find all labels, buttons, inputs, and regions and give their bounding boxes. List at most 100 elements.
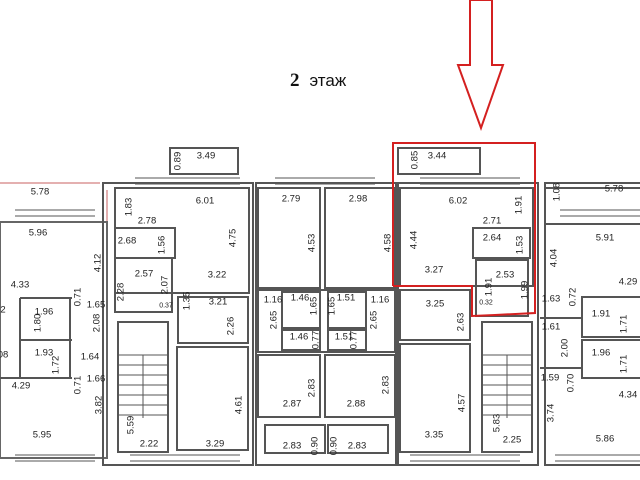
dimension-label: 2.28 <box>115 282 127 302</box>
dimension-label: 2.88 <box>346 398 366 410</box>
dimension-label: 5.95 <box>32 429 52 441</box>
dimension-label: 0.77 <box>348 330 360 350</box>
dimension-label: 1.59 <box>540 372 560 384</box>
dimension-label: 2.83 <box>282 440 302 452</box>
dimension-label: 5.78 <box>604 183 624 195</box>
dimension-label: 0.71 <box>72 375 84 395</box>
highlighted-apartment-outline <box>392 142 536 318</box>
dimension-label: 4.33 <box>10 279 30 291</box>
dimension-label: 4.12 <box>92 253 104 273</box>
windows <box>15 177 640 462</box>
dimension-label: 1.63 <box>541 293 561 305</box>
dimension-label: 2.64 <box>482 232 502 244</box>
dimension-label: 2.53 <box>495 269 515 281</box>
dimension-label: 1.65 <box>86 299 106 311</box>
dimension-label: 4.57 <box>456 393 468 413</box>
dimension-label: 1.66 <box>86 373 106 385</box>
dimension-label: 1.53 <box>514 235 526 255</box>
stairs <box>118 354 532 418</box>
dimension-label: 2.26 <box>225 316 237 336</box>
dimension-label: 2.71 <box>482 215 502 227</box>
dimension-label: 2.87 <box>282 398 302 410</box>
dimension-label: 3.44 <box>427 150 447 162</box>
dimension-label: 1.64 <box>80 351 100 363</box>
dimension-label: 3.27 <box>424 264 444 276</box>
dimension-label: 2.57 <box>134 268 154 280</box>
dimension-label: 4.34 <box>618 389 638 401</box>
dimension-label: 1.16 <box>263 294 283 306</box>
dimension-label: 2.79 <box>281 193 301 205</box>
dimension-label: 2.07 <box>159 275 171 295</box>
dimension-label: 0.72 <box>567 287 579 307</box>
dimension-label: 2.00 <box>559 338 571 358</box>
dimension-label: 2.83 <box>347 440 367 452</box>
dimension-label: 5.96 <box>28 227 48 239</box>
dimension-label: 3.49 <box>196 150 216 162</box>
dimension-label: 3.35 <box>424 429 444 441</box>
dimension-label: 3.29 <box>205 438 225 450</box>
dimension-label: 0.71 <box>72 287 84 307</box>
dimension-label: 6.01 <box>195 195 215 207</box>
dimension-label: 2 <box>0 304 6 316</box>
dimension-label: 1.71 <box>618 354 630 374</box>
dimension-label: 1.99 <box>519 280 531 300</box>
dimension-label: 1.16 <box>370 294 390 306</box>
dimension-label: 6.02 <box>448 195 468 207</box>
dimension-label: 0.70 <box>565 373 577 393</box>
dimension-label: 5.91 <box>595 232 615 244</box>
dimension-label: 4.53 <box>306 233 318 253</box>
dimension-label: 2.08 <box>91 313 103 333</box>
floor-word: этаж <box>309 71 347 90</box>
dimension-label: 1.72 <box>50 355 62 375</box>
dimension-label: 0.32 <box>479 299 493 307</box>
dimension-label: 0.85 <box>409 150 421 170</box>
dimension-label: 5.83 <box>491 413 503 433</box>
dimension-label: 1.91 <box>483 277 495 297</box>
dimension-label: 1.71 <box>618 314 630 334</box>
dimension-label: 1.46 <box>290 292 310 304</box>
dimension-label: 0.37 <box>159 302 173 310</box>
dimension-label: 1.08 <box>551 182 563 202</box>
dimension-label: 2.65 <box>368 310 380 330</box>
dimension-label: 2.65 <box>268 310 280 330</box>
dimension-label: 2.98 <box>348 193 368 205</box>
dimension-label: 2.22 <box>139 438 159 450</box>
red-arrow-icon <box>456 0 505 131</box>
dimension-label: 1.91 <box>513 195 525 215</box>
dimension-label: 2.68 <box>117 235 137 247</box>
dimension-label: 0.89 <box>172 151 184 171</box>
dimension-label: 1.96 <box>34 306 54 318</box>
dimension-label: 3.82 <box>93 395 105 415</box>
dimension-label: 2.63 <box>455 312 467 332</box>
dimension-label: 1.35 <box>181 291 193 311</box>
dimension-label: 4.61 <box>233 395 245 415</box>
dimension-label: 1.61 <box>541 321 561 333</box>
dimension-label: 1.51 <box>336 292 356 304</box>
dimension-label: 0.90 <box>309 436 321 456</box>
dimension-label: 2.83 <box>380 375 392 395</box>
dimension-label: 1.46 <box>289 331 309 343</box>
dimension-label: 3.25 <box>425 298 445 310</box>
dimension-label: 4.29 <box>11 380 31 392</box>
dimension-label: 1.93 <box>34 347 54 359</box>
dimension-label: 4.75 <box>227 228 239 248</box>
dimension-label: 0.77 <box>310 330 322 350</box>
dimension-label: 2.83 <box>306 378 318 398</box>
dimension-label: 3.21 <box>208 296 228 308</box>
floor-number: 2 <box>290 70 300 91</box>
dimension-label: 1.56 <box>156 235 168 255</box>
dimension-label: 5.59 <box>125 415 137 435</box>
dimension-label: 3.22 <box>207 269 227 281</box>
dimension-label: 3.74 <box>545 403 557 423</box>
dimension-label: 4.04 <box>548 248 560 268</box>
dimension-label: 4.44 <box>408 230 420 250</box>
dimension-label: 1.83 <box>123 197 135 217</box>
dimension-label: 5.78 <box>30 186 50 198</box>
dimension-label: 1.80 <box>32 313 44 333</box>
dimension-label: 1.91 <box>591 308 611 320</box>
walls <box>0 147 640 466</box>
floor-title: 2 этаж <box>290 70 346 92</box>
dimension-label: 1.65 <box>326 296 338 316</box>
